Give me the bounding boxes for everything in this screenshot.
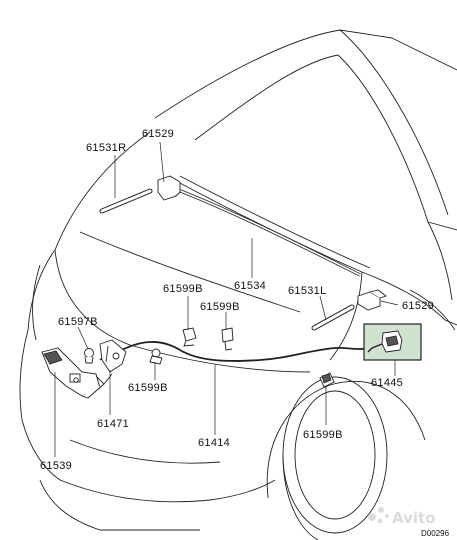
watermark-text: Avito [392,509,435,527]
bolt-61597B-part [84,348,94,364]
hood-latch-61471 [95,339,127,385]
callout-61529-top: 61529 [142,128,174,140]
clip-61599B-a-part [182,327,197,347]
callout-61597B: 61597B [58,316,98,328]
callout-61531L: 61531L [288,285,327,297]
callout-61531R: 61531R [86,142,126,154]
callout-labels: 61531R 61529 61534 61531L 61529 61599B 6… [40,128,434,472]
hood-lock-61539 [41,347,105,399]
callout-61445: 61445 [371,377,403,389]
avito-watermark: Avito [368,507,435,527]
hood-release-handle-61445 [363,323,422,361]
callout-61599B-d: 61599B [303,429,343,441]
clip-61599B-d-part [319,372,335,388]
callout-61414: 61414 [198,437,230,449]
callout-61529-right: 61529 [402,300,434,312]
hood-seal-61531R [99,188,153,214]
leader-lines [54,141,399,457]
clip-61599B-c-part [149,348,163,365]
hood-weatherstrip-61534 [167,184,361,277]
callout-61599B-a: 61599B [163,283,203,295]
callout-61471: 61471 [97,418,129,430]
bumper-stop-61529-top [157,175,181,201]
bumper-stop-61529-right [357,289,387,311]
drawing-code: D00296 [421,529,450,538]
callout-61534: 61534 [234,280,266,292]
callout-61599B-c: 61599B [128,382,168,394]
callout-61539: 61539 [40,460,72,472]
callout-61599B-b: 61599B [200,301,240,313]
hood-release-cable-61414 [99,341,376,362]
clip-61599B-b-part [221,327,234,351]
hood-seal-61531L [311,304,355,331]
